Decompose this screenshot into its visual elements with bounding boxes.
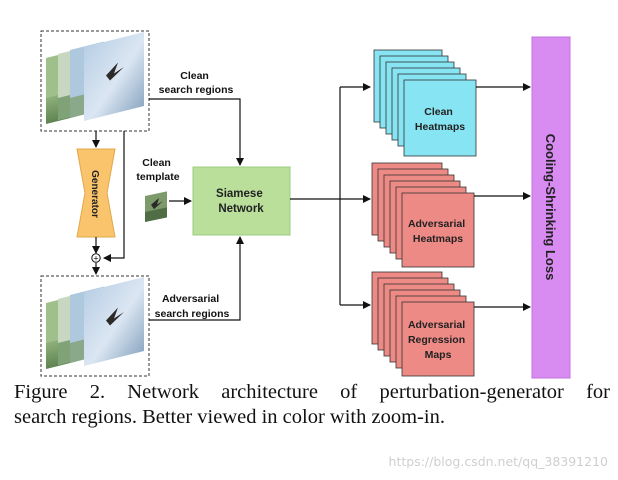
cooling-shrinking-loss-label: Cooling-Shrinking Loss	[543, 134, 558, 281]
caption-line-2: search regions. Better viewed in color w…	[14, 406, 445, 428]
adversarial-search-regions-image-stack	[40, 275, 150, 377]
clean-search-regions-image-stack	[40, 30, 150, 132]
caption-line-1: Figure 2. Network architecture of pertur…	[14, 381, 610, 403]
clean-template-label: Clean template	[136, 157, 179, 183]
generator-label: Generator	[89, 170, 100, 218]
cooling-shrinking-loss-block	[531, 36, 571, 379]
add-operator	[91, 253, 101, 263]
siamese-output-connectors	[290, 83, 371, 309]
add-operator-symbol: +	[93, 254, 98, 264]
adversarial-search-regions-label: Adversarial search regions	[155, 293, 230, 320]
clean-heatmaps-label: Clean Heatmaps	[415, 106, 465, 133]
arrow-clean-search-to-siamese	[149, 98, 244, 166]
siamese-network-label: Siamese Network	[216, 188, 266, 215]
adversarial-regression-maps-label: Adversarial Regression Maps	[408, 319, 468, 361]
clean-heatmaps-stack	[373, 49, 477, 157]
skip-connection-line	[103, 131, 125, 262]
adversarial-heatmaps-stack	[371, 162, 475, 268]
clean-template-image	[145, 191, 167, 222]
watermark-url: https://blog.csdn.net/qq_38391210	[388, 454, 608, 469]
siamese-network-block	[192, 166, 291, 236]
arrow-adversarial-search-to-siamese	[149, 236, 244, 321]
clean-search-regions-label: Clean search regions	[159, 70, 234, 96]
adversarial-heatmaps-label: Adversarial Heatmaps	[408, 218, 468, 245]
figure-caption: Figure 2. Network architecture of pertur…	[14, 380, 610, 430]
adversarial-regression-maps-stack	[371, 271, 475, 377]
generator-block	[76, 148, 116, 238]
